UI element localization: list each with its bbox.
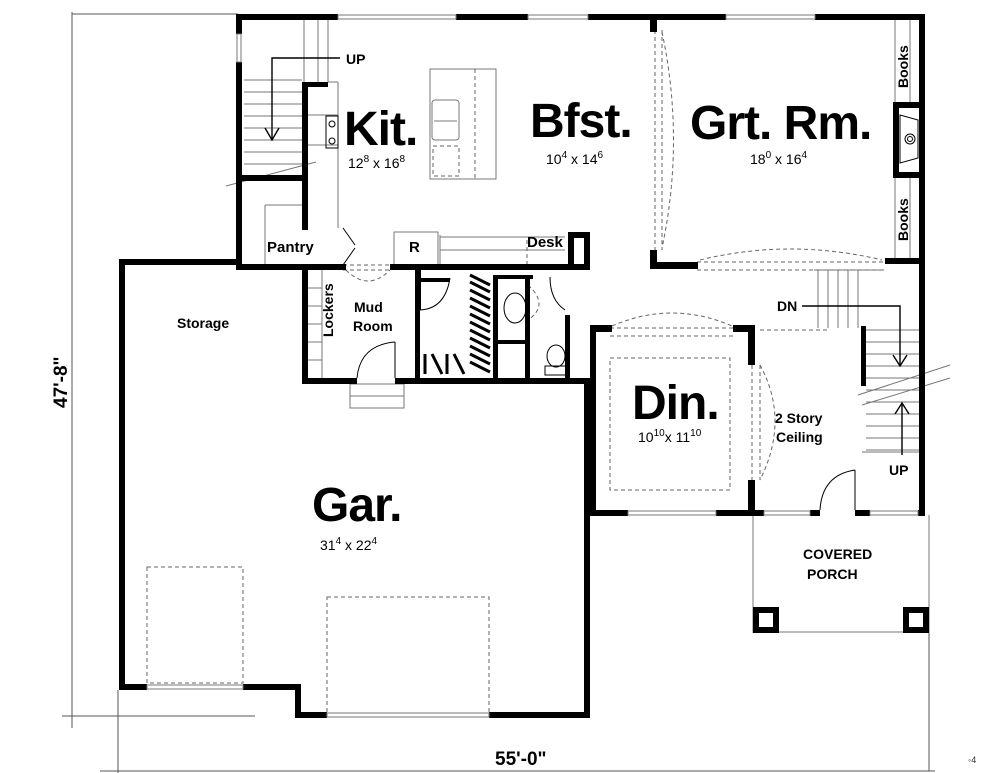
label-two-story-line2: Ceiling (776, 429, 823, 445)
room-dims-kitchen: 128 x 168 (348, 154, 406, 171)
porch-post-centers (759, 613, 923, 627)
overall-depth-dimension: 47'-8" (51, 356, 72, 408)
dashed-lines (146, 30, 885, 714)
windows (146, 14, 919, 718)
label-stair-down-foyer: DN (777, 298, 798, 314)
dimension-lines (62, 12, 935, 773)
stair-arrows (264, 57, 910, 455)
overall-width-dimension: 55'-0" (495, 749, 547, 770)
label-desk: Desk (527, 234, 563, 251)
label-refrigerator: R (409, 239, 420, 256)
door-swings (325, 114, 919, 511)
label-pantry: Pantry (267, 239, 314, 256)
label-two-story-line1: 2 Story (775, 410, 823, 426)
closet-hangers (423, 273, 491, 375)
label-stair-up-foyer: UP (889, 462, 909, 478)
label-mud-room-line1: Mud (354, 299, 383, 315)
room-name-breakfast: Bfst. (530, 95, 633, 148)
label-storage: Storage (177, 315, 230, 331)
label-mud-room-line2: Room (353, 318, 393, 334)
label-lockers: Lockers (320, 283, 336, 337)
label-books-bottom: Books (895, 198, 911, 241)
watermark: ◦4 (968, 755, 977, 765)
room-name-kitchen: Kit. (344, 103, 418, 156)
room-dims-great-room: 180 x 164 (750, 150, 808, 167)
walls (119, 14, 929, 718)
room-dims-breakfast: 104 x 146 (546, 150, 604, 167)
room-name-great-room: Grt. Rm. (690, 97, 872, 150)
room-dims-garage: 314 x 224 (320, 536, 378, 553)
fixture-lines (225, 14, 951, 633)
label-books-top: Books (895, 45, 911, 88)
label-porch-line1: COVERED (803, 546, 873, 562)
room-dims-dining: 1010x 1110 (638, 428, 702, 445)
label-stair-up-kitchen: UP (346, 51, 366, 67)
room-name-dining: Din. (632, 377, 720, 430)
room-name-garage: Gar. (312, 479, 402, 532)
label-porch-line2: PORCH (807, 566, 858, 582)
